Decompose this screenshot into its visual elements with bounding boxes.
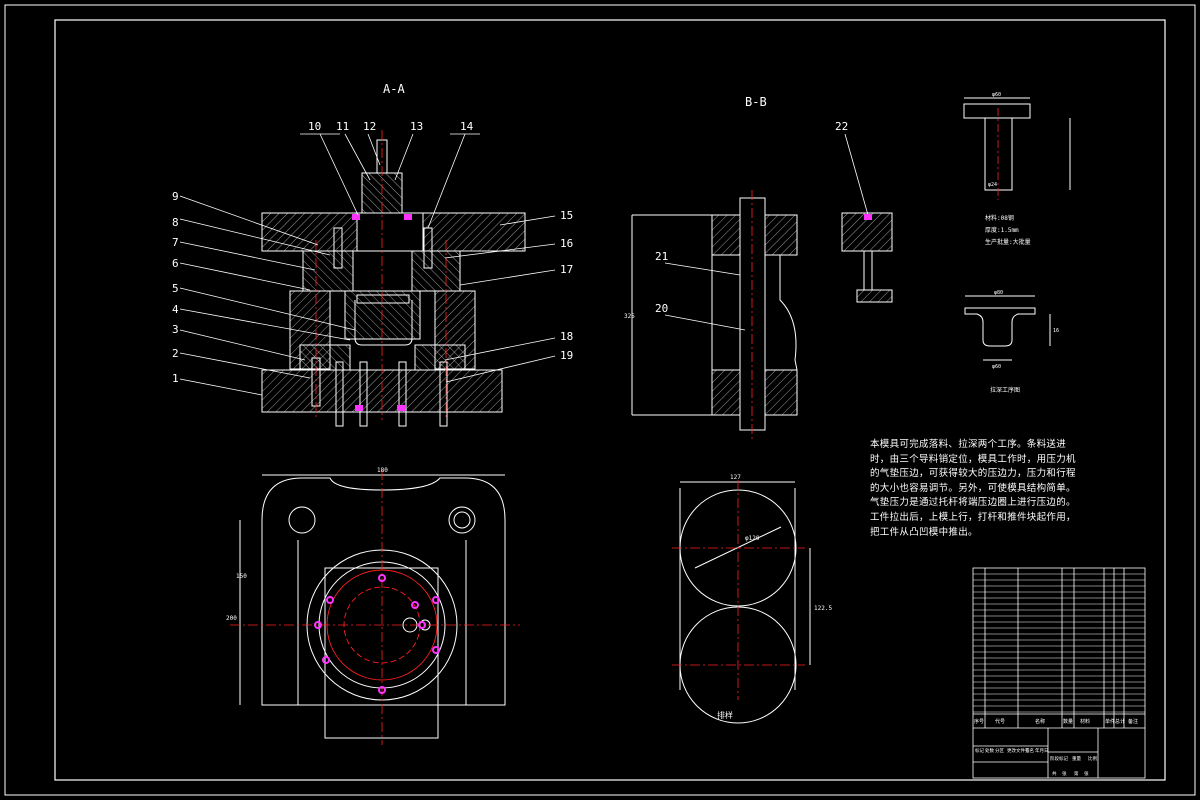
callout-7: 7 [172,236,179,249]
sign-2: 分区 [995,747,1004,754]
sign-3: 更改文件号 [1007,747,1030,754]
part-drawing-drawn [964,295,1051,361]
stage-1: 重量 [1072,755,1081,762]
callout-3: 3 [172,323,179,336]
plan-centerlines [230,470,520,745]
note-batch: 生产批量:大批量 [985,238,1031,246]
dim-bb-height: 325 [624,313,635,320]
callout-20: 20 [655,302,668,315]
sign-5: 年月日 [1035,747,1049,754]
dim-blank-width: 127 [730,474,741,481]
callout-11: 11 [336,120,349,133]
callout-5: 5 [172,282,179,295]
title-block-headers: 序号 代号 名称 数量材料 单件总计备注 [974,718,1138,725]
dim-plan-h1: 150 [236,573,247,580]
blank-layout [679,481,811,724]
callout-22: 22 [835,120,848,133]
plan-bolt-holes [314,574,440,694]
detail-22 [841,212,893,303]
header-3: 数量 [1063,718,1073,725]
callout-12: 12 [363,120,376,133]
section-aa-title: A-A [383,82,405,96]
sheet-1: 张 [1062,770,1067,777]
section-bb [631,197,798,431]
note-material: 材料:08钢 [985,214,1014,222]
outer-border [4,4,1196,796]
callout-18: 18 [560,330,573,343]
callout-4: 4 [172,303,179,316]
callout-8: 8 [172,216,179,229]
title-block-sign-row: 标记处数分区更改文件号签名年月日阶段标记重量比例共张第张 [975,747,1097,777]
blank-centerlines [672,480,805,700]
part-drawing-top [963,97,1071,191]
callout-6: 6 [172,257,179,270]
callout-14: 14 [460,120,474,133]
dim-part-top: φ60 [992,92,1001,98]
callout-9: 9 [172,190,179,203]
aa-centerlines [315,130,447,420]
note-thickness: 厚度:1.5mm [985,226,1019,234]
stage-2: 比例 [1088,755,1097,762]
dim-drawn-h: 16 [1053,328,1059,334]
blank-label: 排样 [717,710,733,720]
dim-plan-width: 180 [377,467,388,474]
header-5: 单件 [1105,718,1115,725]
description-text: 本模具可完成落料、拉深两个工序。条料送进时，由三个导料销定位，模具工作时，用压力… [870,439,1076,538]
sheet-3: 张 [1084,770,1089,777]
title-block-rows [973,573,1145,713]
sheet-0: 共 [1052,770,1057,777]
sheet-2: 第 [1074,770,1079,777]
dim-blank-diam: φ120 [745,535,760,542]
dim-plan-h2: 200 [226,615,237,622]
header-2: 名称 [1035,718,1045,725]
sign-4: 签名 [1025,747,1034,754]
bb-leaders [664,133,869,331]
section-aa [261,139,526,427]
aa-leaders [179,133,556,396]
callout-16: 16 [560,237,573,250]
aa-bolt-heads [352,214,412,411]
header-4: 材料 [1080,718,1090,725]
note-drawing-label: 拉深工序图 [990,386,1020,394]
dim-drawn-top: φ80 [994,290,1003,296]
dim-blank-pitch: 122.5 [814,605,832,612]
callout-13: 13 [410,120,423,133]
dim-part-wall: φ24 [988,182,997,188]
section-bb-title: B-B [745,95,767,109]
callout-17: 17 [560,263,573,276]
callout-15: 15 [560,209,573,222]
callout-10: 10 [308,120,321,133]
callout-21: 21 [655,250,668,263]
dim-drawn-bottom: φ60 [992,364,1001,370]
callout-1: 1 [172,372,179,385]
stage-0: 阶段标记 [1050,755,1068,762]
header-0: 序号 [974,718,984,725]
header-1: 代号 [995,718,1005,725]
inner-border [54,19,1166,781]
sign-1: 处数 [985,747,994,754]
callout-19: 19 [560,349,573,362]
header-7: 备注 [1128,718,1138,725]
header-6: 总计 [1115,718,1125,725]
title-block [972,567,1146,779]
plan-view [239,474,506,739]
sign-0: 标记 [975,747,984,754]
callout-2: 2 [172,347,179,360]
